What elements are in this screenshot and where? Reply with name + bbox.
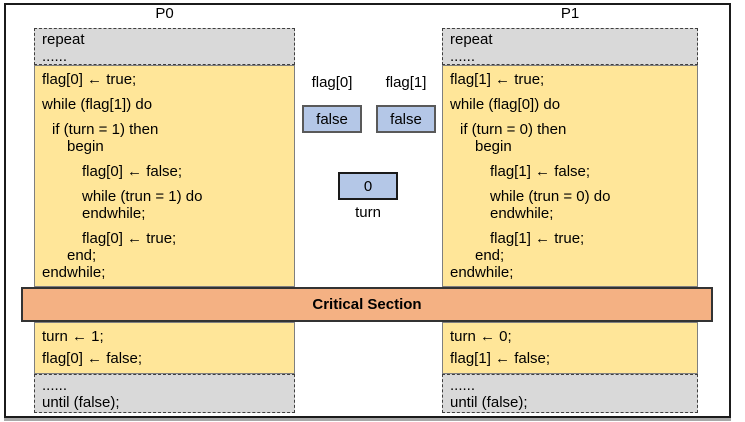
p1-code-line: endwhile; xyxy=(490,205,554,222)
critical-section-label: Critical Section xyxy=(312,296,422,313)
p1-code-box: flag[1] ← true; while (flag[0]) do if (tur… xyxy=(442,65,698,287)
p0-code-line: end; xyxy=(67,247,97,264)
p1-code-line: flag[1] ← false; xyxy=(490,163,591,180)
p0-code-line: flag[0] ← true; xyxy=(42,71,137,88)
critical-section-bar: Critical Section xyxy=(21,287,713,322)
turn-value-box: 0 xyxy=(338,172,398,200)
p1-code-line: end; xyxy=(475,247,505,264)
p0-exit-line: turn ← 1; xyxy=(42,328,104,345)
process-p0-title: P0 xyxy=(155,5,174,22)
p1-exit-code-box: turn ← 0; flag[1] ← false; xyxy=(442,322,698,374)
process-p1-title: P1 xyxy=(560,5,580,22)
p0-until-line: until (false); xyxy=(42,394,120,411)
turn-label: turn xyxy=(355,204,381,221)
p0-exit-line: flag[0] ← false; xyxy=(42,350,143,367)
p0-entry-loop-box: repeat...... xyxy=(34,28,295,65)
p1-exit-line: turn ← 0; xyxy=(450,328,512,345)
p0-until-box: ......until (false); xyxy=(34,374,295,413)
flag1-value-box: false xyxy=(376,105,436,133)
p0-code-box: flag[0] ← true; while (flag[1]) do if (tur… xyxy=(34,65,295,287)
p1-until-box: ......until (false); xyxy=(442,374,698,413)
p1-code-line: if (turn = 0) then xyxy=(460,121,567,138)
p0-code-line: endwhile; xyxy=(42,264,106,281)
p1-until-line: ...... xyxy=(450,377,476,394)
p1-code-line: flag[1] ← true; xyxy=(450,71,545,88)
flag1-label: flag[1] xyxy=(385,74,427,91)
p0-code-line: while (flag[1]) do xyxy=(42,96,153,113)
p0-code-line: begin xyxy=(67,138,104,155)
p0-code-line: flag[0] ← true; xyxy=(82,230,177,247)
p0-code-line: if (turn = 1) then xyxy=(52,121,159,138)
p1-entry-loop-box: repeat...... xyxy=(442,28,698,65)
p0-entry-line: repeat xyxy=(42,31,85,48)
flag0-value-box: false xyxy=(302,105,362,133)
p1-code-line: endwhile; xyxy=(450,264,514,281)
p1-exit-line: flag[1] ← false; xyxy=(450,350,551,367)
p0-until-line: ...... xyxy=(42,377,68,394)
p0-code-line: endwhile; xyxy=(82,205,146,222)
p1-code-line: flag[1] ← true; xyxy=(490,230,585,247)
p1-entry-line: repeat xyxy=(450,31,493,48)
p1-until-line: until (false); xyxy=(450,394,528,411)
p1-code-line: while (flag[0]) do xyxy=(450,96,561,113)
p0-code-line: while (trun = 1) do xyxy=(82,188,203,205)
p1-code-line: begin xyxy=(475,138,512,155)
p0-exit-code-box: turn ← 1; flag[0] ← false; xyxy=(34,322,295,374)
p1-entry-line: ...... xyxy=(450,48,476,65)
flag0-label: flag[0] xyxy=(311,74,353,91)
p1-code-line: while (trun = 0) do xyxy=(490,188,611,205)
p0-code-line: flag[0] ← false; xyxy=(82,163,183,180)
p0-entry-line: ...... xyxy=(42,48,68,65)
